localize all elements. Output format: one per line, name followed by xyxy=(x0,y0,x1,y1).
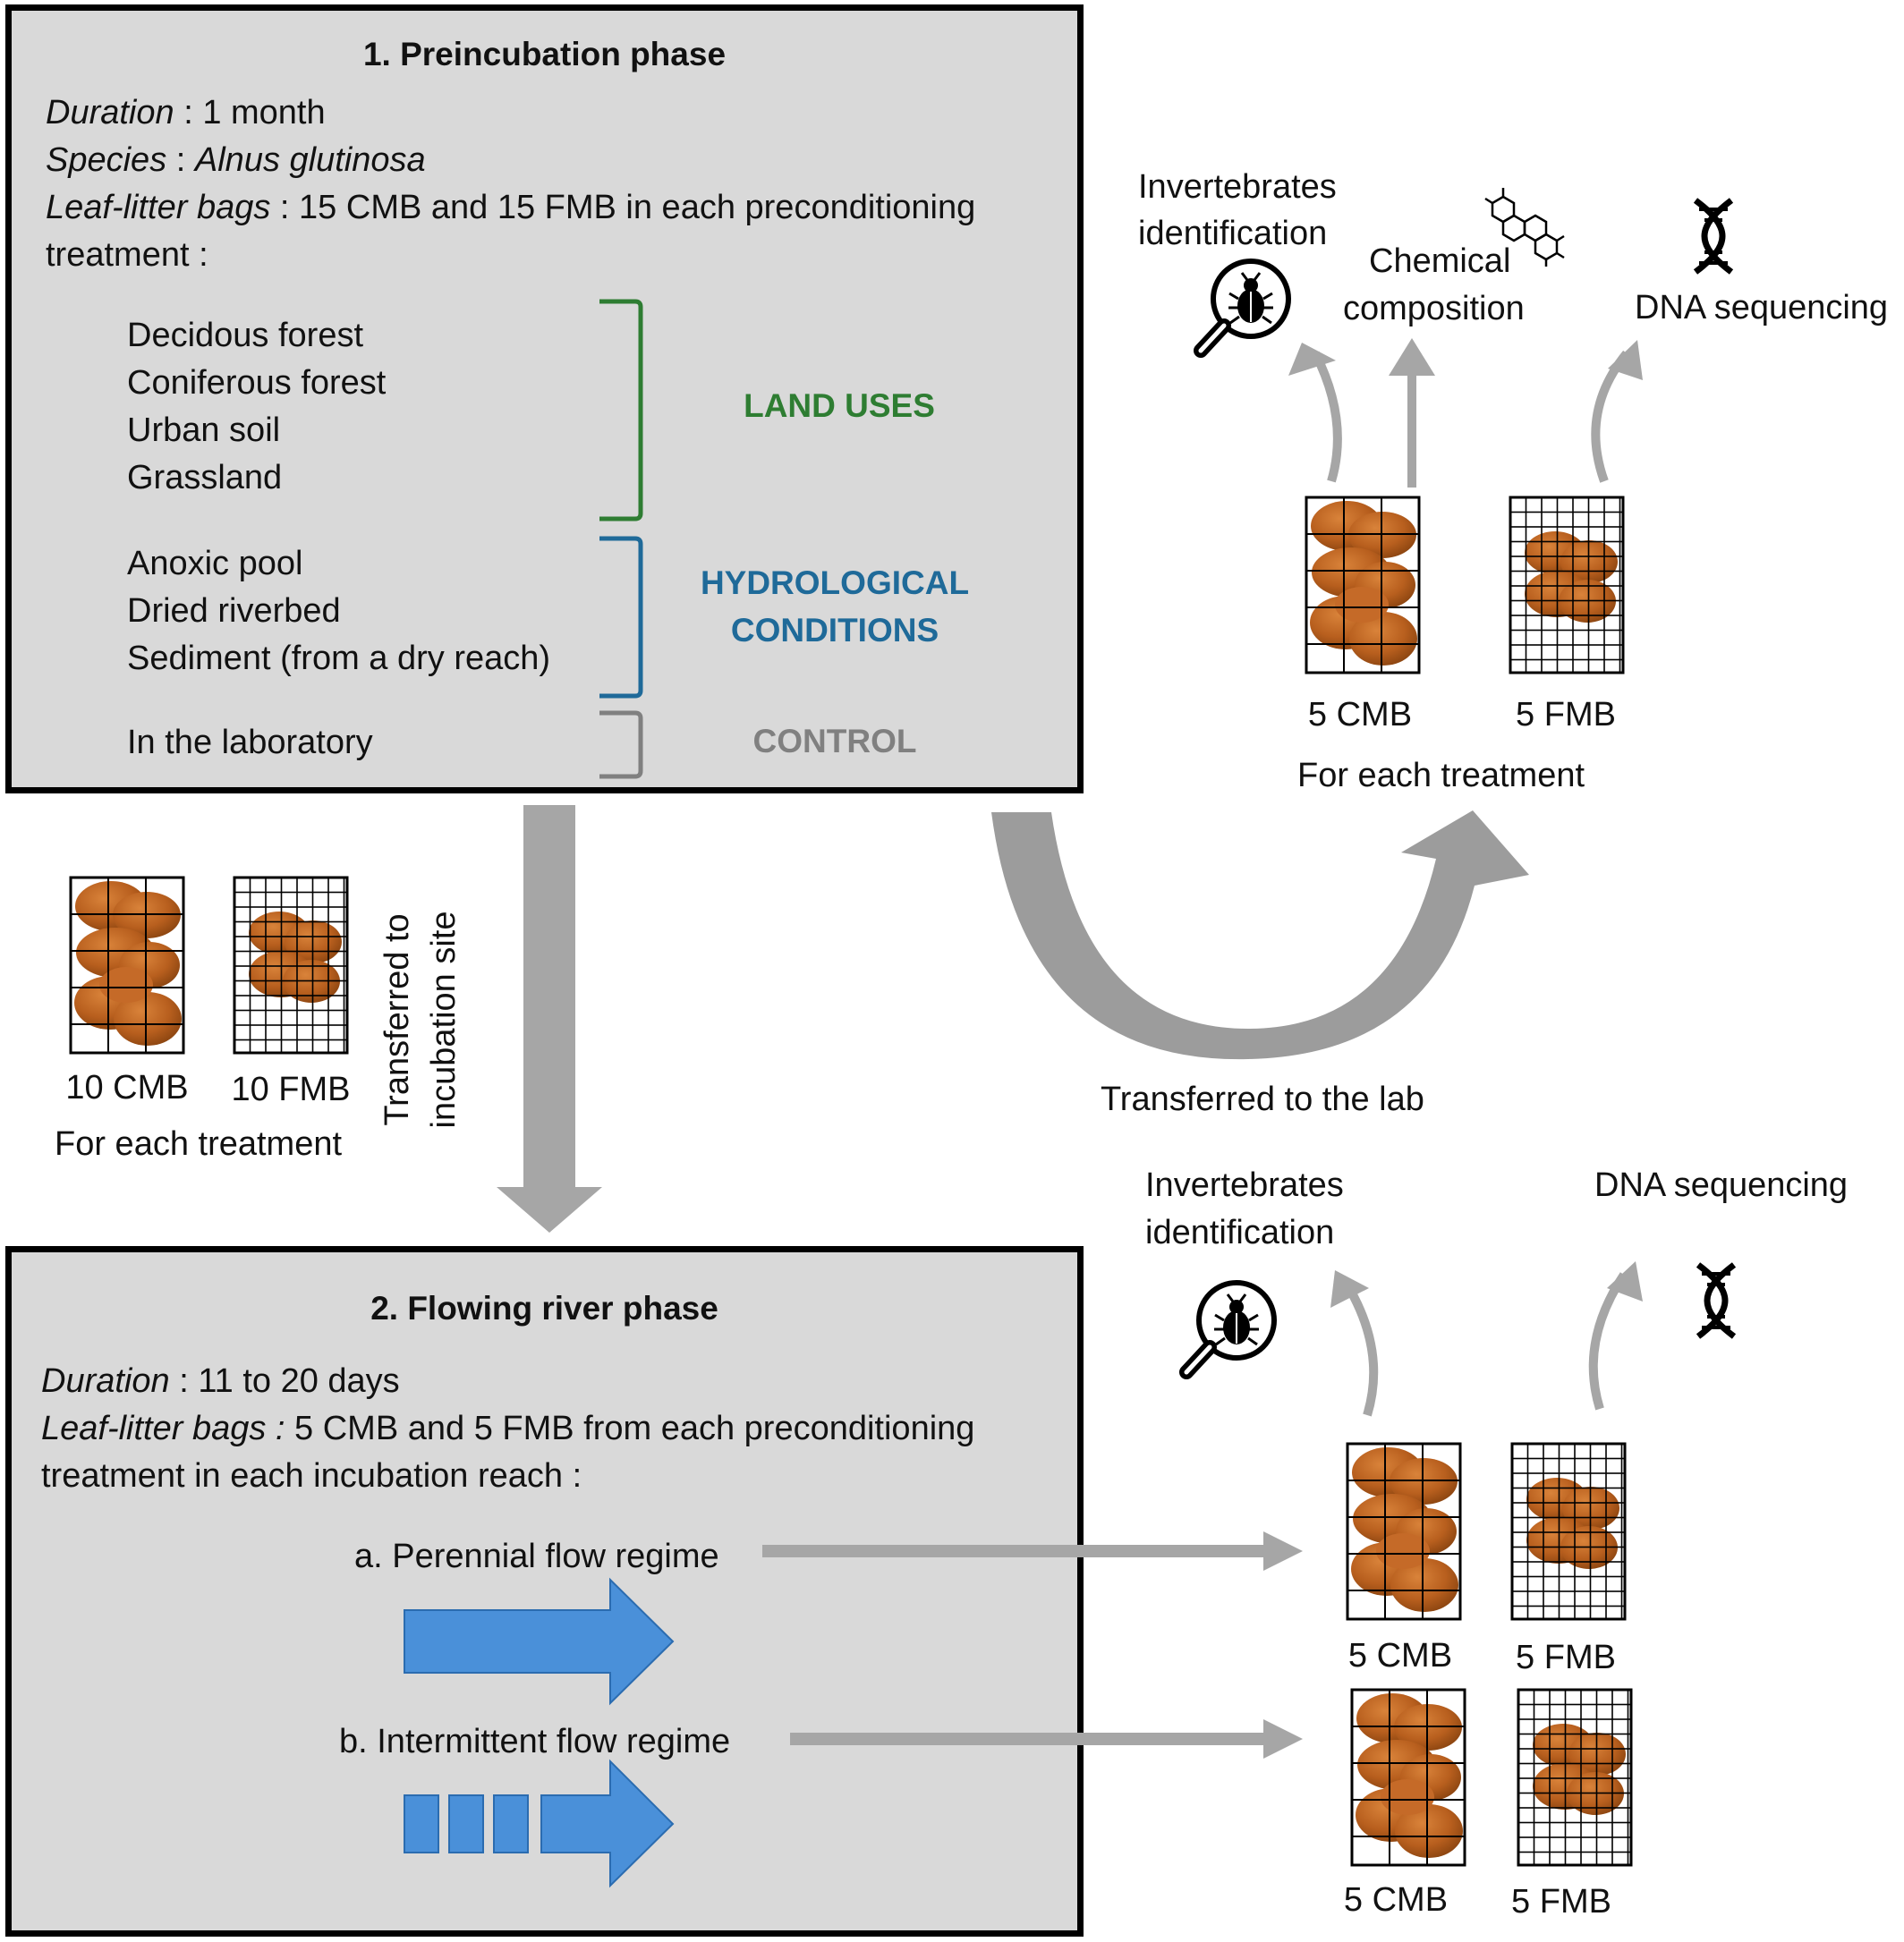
flow-arrow-icon xyxy=(404,1759,675,1888)
duration-label: Duration xyxy=(46,94,174,131)
transfer-line2: incubation site xyxy=(425,911,463,1129)
bags-value: 5 CMB and 5 FMB from each preconditionin… xyxy=(285,1410,975,1447)
lab-invert-2: identification xyxy=(1138,215,1328,252)
preincubation-panel: 1. Preincubation phase Duration : 1 mont… xyxy=(5,4,1084,793)
lab-dna: DNA sequencing xyxy=(1635,289,1889,326)
species-sep: : xyxy=(166,141,195,179)
leaf-litter-bag-icon xyxy=(1305,496,1421,674)
land-use-item: Urban soil xyxy=(127,411,281,449)
land-use-item: Decidous forest xyxy=(127,317,364,354)
duration-value: : 1 month xyxy=(174,94,326,131)
leaf-litter-bag-icon xyxy=(1510,1442,1627,1621)
river-invert-2: identification xyxy=(1145,1214,1335,1251)
river-dna: DNA sequencing xyxy=(1594,1166,1849,1204)
dna-icon xyxy=(1698,1265,1734,1336)
bags-label: Leaf-litter bags : xyxy=(41,1410,285,1447)
river-cmb-a: 5 CMB xyxy=(1347,1637,1453,1675)
lab-invert-1: Invertebrates xyxy=(1138,168,1337,206)
hydrological-item: Anoxic pool xyxy=(127,545,303,582)
category-control: CONTROL xyxy=(752,723,917,759)
bags-value: : 15 CMB and 15 FMB in each precondition… xyxy=(270,189,976,226)
lab-chem-1: Chemical xyxy=(1369,242,1511,280)
category-hydrological-1: HYDROLOGICAL xyxy=(700,564,970,601)
panel2-bags-line2: treatment in each incubation reach : xyxy=(41,1457,582,1495)
duration-label: Duration xyxy=(41,1362,170,1400)
magnifier-bug-icon xyxy=(1201,261,1288,351)
hydrological-item: Sediment (from a dry reach) xyxy=(127,640,551,677)
magnifier-bug-icon xyxy=(1186,1283,1274,1372)
species-label: Species xyxy=(46,141,167,179)
hydrological-item: Dried riverbed xyxy=(127,592,341,630)
river-analysis-arrows xyxy=(1342,1272,1628,1417)
molecule-icon xyxy=(1484,188,1565,267)
transfer-lab-arrow xyxy=(991,810,1529,1060)
land-uses-bracket xyxy=(599,299,643,522)
middle-fmb-label: 10 FMB xyxy=(231,1071,351,1108)
river-invert-1: Invertebrates xyxy=(1145,1166,1344,1204)
leaf-litter-bag-icon xyxy=(233,876,349,1055)
control-item: In the laboratory xyxy=(127,724,373,761)
control-bracket xyxy=(599,710,643,779)
leaf-litter-bag-icon xyxy=(1517,1688,1633,1867)
leaf-litter-bag-icon xyxy=(69,876,185,1055)
leaf-litter-bag-icon xyxy=(1509,496,1625,674)
duration-value: : 11 to 20 days xyxy=(169,1362,400,1400)
lab-analysis-arrows xyxy=(1311,350,1630,488)
middle-for-each: For each treatment xyxy=(55,1125,343,1163)
regime-perennial: a. Perennial flow regime xyxy=(354,1538,719,1575)
panel2-bags: Leaf-litter bags : 5 CMB and 5 FMB from … xyxy=(41,1405,974,1453)
bags-label: Leaf-litter bags xyxy=(46,189,271,226)
regime-intermittent: b. Intermittent flow regime xyxy=(339,1723,731,1760)
panel2-title: 2. Flowing river phase xyxy=(370,1290,718,1327)
dna-icon xyxy=(1696,200,1731,272)
species-value: Alnus glutinosa xyxy=(194,141,426,179)
hydrological-bracket xyxy=(599,536,643,699)
lab-for-each: For each treatment xyxy=(1297,757,1585,794)
transfer-down-arrow xyxy=(497,805,602,1233)
land-use-item: Grassland xyxy=(127,459,283,496)
leaf-litter-bag-icon xyxy=(1346,1442,1462,1621)
lab-fmb-label: 5 FMB xyxy=(1516,696,1616,734)
panel1-bags: Leaf-litter bags : 15 CMB and 15 FMB in … xyxy=(46,184,975,232)
transfer-line1: Transferred to xyxy=(378,913,416,1126)
lab-chem-2: composition xyxy=(1343,290,1525,327)
leaf-litter-bag-icon xyxy=(1350,1688,1466,1867)
transfer-to-lab-label: Transferred to the lab xyxy=(1101,1081,1424,1118)
panel1-bags-line2: treatment : xyxy=(46,236,208,274)
panel1-title: 1. Preincubation phase xyxy=(362,36,727,72)
panel1-duration: Duration : 1 month xyxy=(46,89,326,137)
middle-cmb-label: 10 CMB xyxy=(65,1069,189,1107)
river-fmb-a: 5 FMB xyxy=(1516,1639,1616,1676)
transfer-to-site-label: Transferred to incubation site xyxy=(374,903,472,1136)
panel1-species: Species : Alnus glutinosa xyxy=(46,137,426,184)
river-fmb-b: 5 FMB xyxy=(1511,1883,1611,1921)
category-hydrological-2: CONDITIONS xyxy=(730,612,939,649)
land-use-item: Coniferous forest xyxy=(127,364,387,402)
flow-arrow-icon xyxy=(404,1577,675,1706)
lab-cmb-label: 5 CMB xyxy=(1307,696,1413,734)
river-cmb-b: 5 CMB xyxy=(1343,1881,1449,1919)
category-land-uses: LAND USES xyxy=(744,387,935,424)
panel2-duration: Duration : 11 to 20 days xyxy=(41,1358,400,1405)
